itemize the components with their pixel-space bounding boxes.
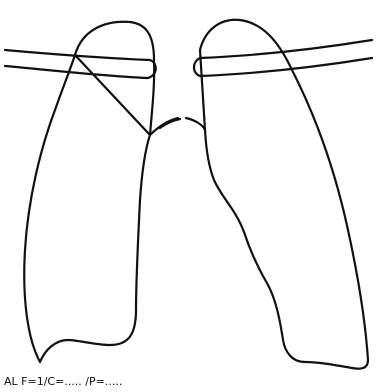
footer-caption: AL F=1/C=..... /P=..... [4,375,122,388]
mediastinum-outline [160,118,205,130]
left-clavicle-lower [5,66,148,78]
right-clavicle-upper [200,40,372,58]
right-clavicle-end [194,58,200,76]
right-lung-outline [200,20,368,369]
right-clavicle-lower [200,58,372,76]
